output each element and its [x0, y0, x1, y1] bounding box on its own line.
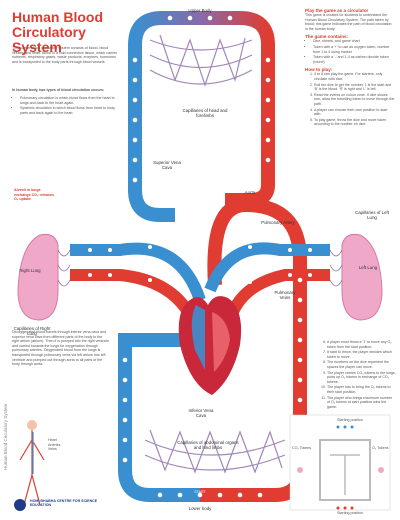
- label-lower-body: Lower body: [188, 506, 212, 511]
- contains-item: Token with a '-' and 1-4 as carbon dioxi…: [313, 55, 395, 64]
- instructions-panel: Play the game as a circulator This game …: [305, 8, 395, 128]
- type-item: Pulmonary circulation in which blood flo…: [20, 96, 120, 105]
- contains-list: Dice, sheets, and game chart Token with …: [305, 39, 395, 64]
- mini-co2-label: CO₂ Tokens: [292, 446, 312, 450]
- step-item: The player carries CO₂ tokens to the lun…: [327, 371, 396, 385]
- step-item: It start to throw, the player decides wh…: [327, 350, 396, 359]
- contains-item: Dice, sheets, and game chart: [313, 39, 395, 44]
- heart-graphic: [178, 296, 242, 395]
- mini-board: [289, 414, 391, 511]
- label-cap-left-lung: Capillaries of Left Lung: [355, 210, 389, 220]
- alveoli-legend: Alveoli in lungs exchange CO₂ releases O…: [14, 188, 54, 202]
- left-lung-shape: [341, 234, 383, 321]
- mini-start-top: Starting position: [337, 418, 363, 422]
- body-legend-item: Arteries: [48, 442, 61, 447]
- label-pulmonary-veins: Pulmonary Veins: [274, 290, 296, 300]
- superior-vena-cava: [128, 130, 175, 222]
- label-left-lung: Left Lung: [358, 265, 378, 270]
- vertical-label: Human Blood Circulatory System: [3, 403, 8, 470]
- inferior-vena-cava: [118, 333, 200, 502]
- logo-icon: [14, 499, 26, 511]
- body-figure: [19, 420, 45, 506]
- pulmonary-artery-left: [70, 242, 206, 303]
- step-item: A player must throw a '1' to move any O₂…: [327, 340, 396, 349]
- label-aorta: Aorta: [244, 190, 256, 195]
- type-item: Systemic circulation in which blood flow…: [20, 106, 120, 115]
- label-start: START: [194, 490, 206, 494]
- step-item: The player who brings maximum number of …: [327, 396, 396, 410]
- step-item: To play game, throw the dice and move to…: [314, 118, 395, 127]
- label-pulmonary-artery: Pulmonary Artery: [261, 220, 295, 225]
- aorta: [207, 197, 307, 390]
- contains-item: Token with a '+' to use as oxygen token,…: [313, 45, 395, 54]
- contains-heading: The game contains:: [305, 34, 349, 40]
- play-text: This game is created for students to und…: [305, 13, 392, 31]
- step-item: A player can choose their own position t…: [314, 108, 395, 117]
- label-right-lung: Right Lung: [19, 268, 41, 273]
- body-legend-item: Veins: [48, 447, 57, 452]
- step-item: Read the events on colour zone. If dice …: [314, 93, 395, 107]
- body-legend-item: Heart: [48, 438, 57, 442]
- label-capillaries-abdominal: Capillaries of abdominal organs and hind…: [177, 440, 239, 450]
- intro-text: The human blood circulatory system consi…: [12, 46, 118, 64]
- step-item: The numbers on the dice represent the sp…: [327, 360, 396, 369]
- upper-capillary-network: [149, 34, 253, 87]
- step-item: The player has to bring the O₂ tokens to…: [327, 385, 396, 394]
- label-capillaries-head: Capillaries of head and forelimbs: [182, 108, 228, 118]
- step-item: 4 to 8 can play the game. For starters, …: [314, 72, 395, 81]
- pulmonary-artery-right: [204, 242, 330, 293]
- logo-text: HOMI BHABHA CENTRE FOR SCIENCE EDUCATION: [30, 499, 98, 508]
- right-lung-shape: [17, 234, 59, 321]
- label-inferior-vena-cava: Inferior Vena Cava: [188, 408, 214, 418]
- types-list: Pulmonary circulation in which blood flo…: [12, 96, 120, 116]
- label-upper-body: Upper Body: [188, 8, 212, 13]
- pulmonary-vein-left: [70, 269, 196, 319]
- types-heading: In human body, two types of blood circul…: [12, 88, 105, 92]
- how-heading: How to play:: [305, 67, 333, 73]
- mini-start-bottom: Starting position: [337, 511, 363, 515]
- steps-list-a: 4 to 8 can play the game. For starters, …: [305, 72, 395, 127]
- label-cap-right-lung: Capillaries of Right Lung: [13, 326, 51, 336]
- mini-o2-label: O₂ Tokens: [372, 446, 389, 450]
- steps-list-b: A player must throw a '1' to move any O₂…: [318, 340, 396, 409]
- upper-capillary-loop: [128, 11, 275, 130]
- lung-capillaries: [57, 249, 343, 287]
- page-title: Human Blood Circulatory System: [12, 9, 103, 55]
- lower-capillary-network: [144, 429, 286, 474]
- step-item: Roll the dice to get the number. 1 is th…: [314, 83, 395, 92]
- play-heading: Play the game as a circulator: [305, 8, 369, 13]
- instructions-panel-lower: A player must throw a '1' to move any O₂…: [318, 340, 396, 410]
- body-legend: Heart Arteries Veins: [48, 438, 88, 452]
- heart-text: Deoxygenated blood travels through infer…: [12, 330, 110, 367]
- label-superior-vena-cava: Superior Vena Cava: [153, 160, 181, 170]
